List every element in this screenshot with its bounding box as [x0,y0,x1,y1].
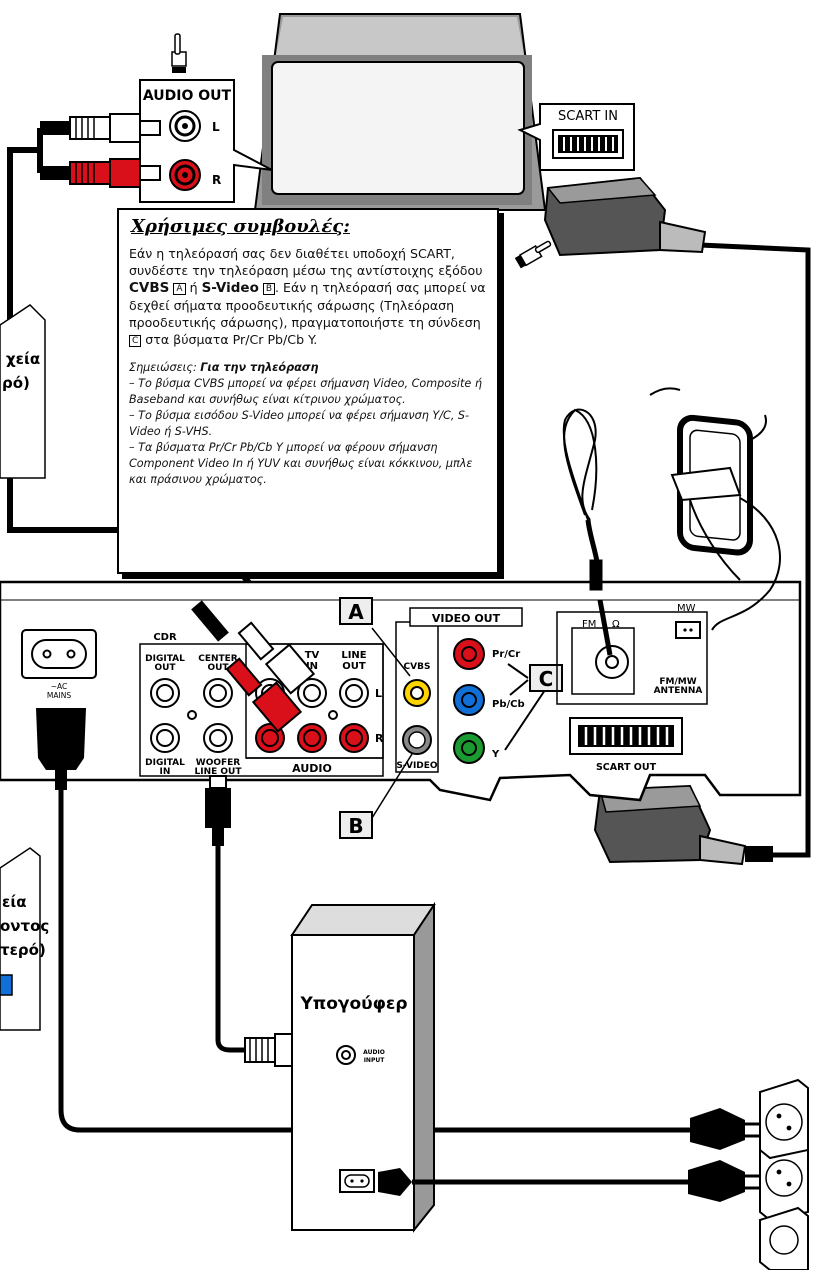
scart-out-label: SCART OUT [596,762,657,773]
tips-title: Χρήσιμες συμβουλές: [131,216,487,237]
subwoofer-audio-label-2: INPUT [364,1057,386,1064]
svg-text:C: C [539,667,554,691]
pointing-hand-icon-2 [515,239,554,268]
subwoofer-mains-cable [378,1160,762,1202]
left-cut-box-2-line-2: οντος [0,917,49,935]
tips-box-a: A [173,283,185,295]
svg-text:A: A [348,600,364,624]
tips-box-c: C [129,335,141,347]
mw-label: MW [677,603,696,614]
audio-l-label: L [375,687,382,700]
wall-socket-2[interactable] [760,1080,808,1158]
subwoofer-title: Υπογούφερ [299,994,407,1014]
ohm-label: Ω [612,619,620,630]
helpful-tips-box: Χρήσιμες συμβουλές: Εάν η τηλεόρασή σας … [117,208,499,574]
notes-label: Σημειώσεις: [129,361,200,374]
audio-r-label: R [375,732,384,745]
tv-audio-out-l-label: L [212,120,220,134]
pointing-hand-icon [172,34,186,73]
left-cut-box-1: χεία ρό) [0,305,45,478]
mains-socket[interactable] [22,630,96,678]
subwoofer-audio-label-1: AUDIO [363,1049,385,1056]
mains-cable-plug [690,1108,762,1150]
tips-body: Εάν η τηλεόρασή σας δεν διαθέτει υποδοχή… [129,245,487,348]
svg-text:B: B [348,814,363,838]
left-cut-box-1-line-2: ρό) [2,374,30,392]
mains-label-2: MAINS [47,691,71,700]
tv-audio-out-label: AUDIO OUT [143,88,232,104]
left-cut-box-2-line-3: τερό) [0,941,46,959]
line-out-label-1: LINE [341,650,366,661]
audio-section-label: AUDIO [292,762,332,775]
tips-p1-c: στα βύσματα Pr/Cr Pb/Cb Y. [141,332,317,347]
note-3: – Τα βύσματα Pr/Cr Pb/Cb Y μπορεί να φέρ… [129,440,487,488]
tips-box-b: B [263,283,275,295]
tv-audio-out-r-label: R [212,173,221,187]
center-out-label-2: OUT [207,663,229,673]
television [255,14,545,210]
line-out-label-2: OUT [342,661,366,672]
mw-antenna-jack[interactable] [676,622,700,638]
note-2: – Το βύσμα εισόδου S-Video μπορεί να φέρ… [129,408,487,440]
tv-in-label-1: TV [305,650,320,661]
digital-in-label-2: IN [160,767,171,777]
scart-out[interactable] [570,718,682,754]
wall-socket-3[interactable] [760,1208,808,1270]
tips-p1-a: Εάν η τηλεόρασή σας δεν διαθέτει υποδοχή… [129,246,483,278]
digital-out-label-2: OUT [154,663,176,673]
tips-cvbs: CVBS [129,280,169,296]
fm-mw-label-2: ANTENNA [654,686,703,696]
tips-svideo: S-Video [202,280,259,296]
pr-label: Pr/Cr [492,649,520,660]
mains-label-1: ~AC [51,682,68,691]
video-out-label: VIDEO OUT [432,612,501,625]
pb-label: Pb/Cb [492,699,525,710]
left-cut-box-1-line-1: χεία [6,350,40,368]
note-1: – Το βύσμα CVBS μπορεί να φέρει σήμανση … [129,376,487,408]
cdr-label: CDR [153,632,177,643]
y-label: Y [491,749,500,760]
left-cut-box-2-line-1: εία [2,893,27,911]
fm-label: FM [582,619,596,630]
left-cut-box-2: εία οντος τερό) [0,848,49,1030]
tv-audio-out-panel: AUDIO OUT L R [140,80,272,202]
tv-scart-in-label: SCART IN [558,109,618,124]
tips-or: ή [186,280,202,295]
cvbs-label: CVBS [404,662,431,672]
notes-head: Για την τηλεόραση [200,361,318,374]
tips-notes: Σημειώσεις: Για την τηλεόραση – Το βύσμα… [129,360,487,488]
